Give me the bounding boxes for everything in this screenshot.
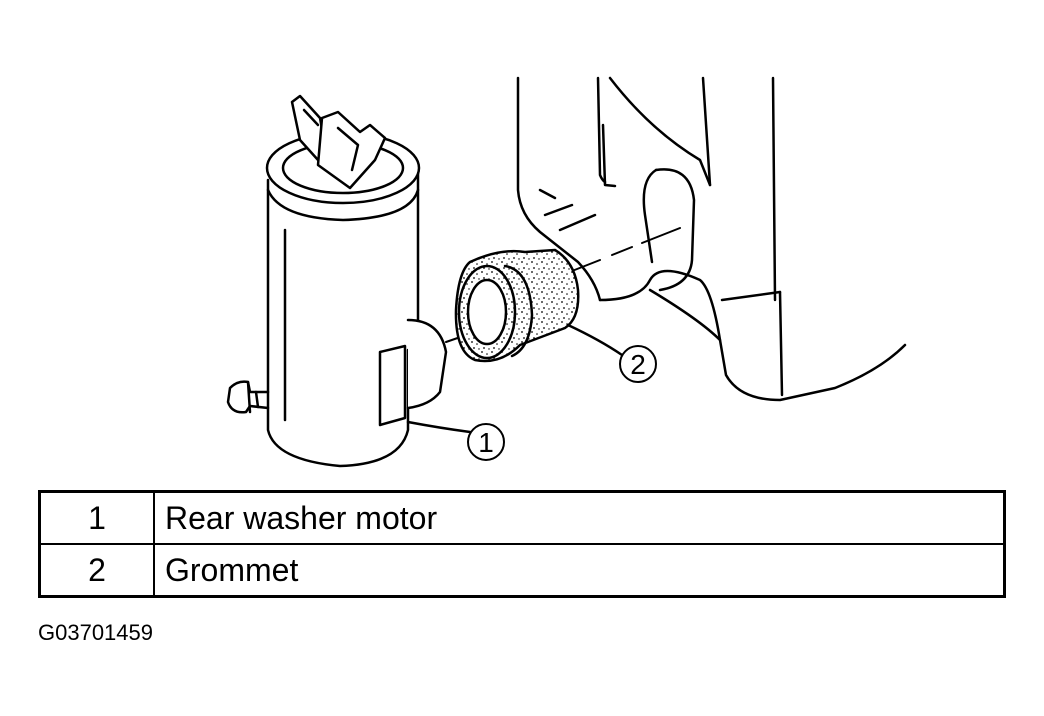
- leader-line-1: [406, 420, 472, 434]
- callout-number-1: 1: [478, 427, 494, 458]
- parts-legend-table: 1 Rear washer motor 2 Grommet: [38, 490, 1006, 598]
- rear-washer-motor: [226, 94, 448, 468]
- legend-label: Rear washer motor: [153, 490, 1006, 545]
- table-row: 1 Rear washer motor: [38, 490, 1006, 545]
- legend-number: 2: [38, 543, 155, 598]
- grommet: [454, 248, 580, 363]
- leader-line-2: [566, 323, 624, 357]
- exploded-view-illustration: 1 2: [226, 76, 907, 468]
- pipe-nipple: [226, 380, 270, 414]
- legend-number: 1: [38, 490, 155, 545]
- table-row: 2 Grommet: [38, 543, 1006, 598]
- callout-number-2: 2: [630, 349, 646, 380]
- washer-reservoir-tank: [516, 76, 907, 402]
- figure-id: G03701459: [38, 620, 153, 645]
- terminal-connector: [290, 94, 387, 190]
- callout-bubble-2: 2: [619, 345, 657, 383]
- callout-bubble-1: 1: [467, 423, 505, 461]
- legend-label: Grommet: [153, 543, 1006, 598]
